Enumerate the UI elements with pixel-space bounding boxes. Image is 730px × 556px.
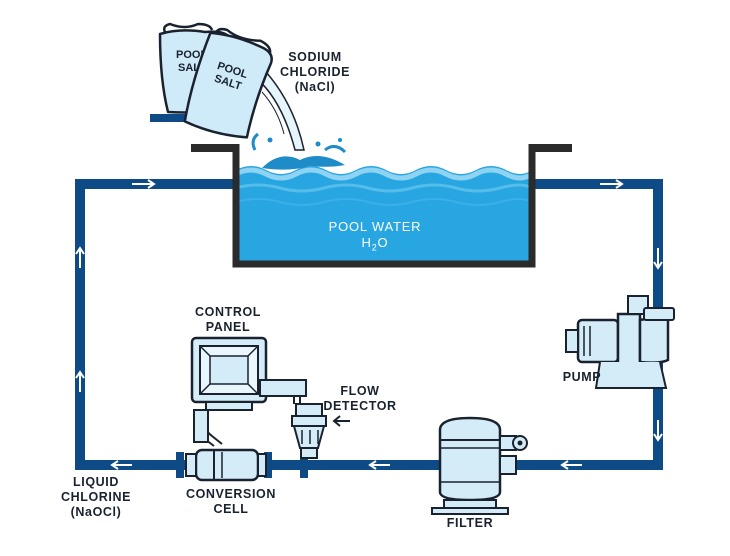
bag-1-line-1: POOL — [176, 49, 207, 61]
pump — [565, 295, 675, 389]
conversion-cell-label: CONVERSION CELL — [185, 487, 277, 516]
salt-bags: POOL SALT POOL SALT — [150, 22, 305, 151]
control-panel-label: CONTROL PANEL — [195, 305, 261, 334]
sodium-chloride-label: SODIUM CHLORIDE (NaCl) — [279, 50, 351, 94]
salt-bag-2: POOL SALT — [183, 27, 273, 139]
sand-filter — [431, 416, 528, 515]
filter-label: FILTER — [446, 516, 494, 530]
pool-water-label: POOL WATER H2O — [290, 219, 460, 256]
salt-stream — [254, 71, 305, 151]
pool — [191, 132, 572, 268]
flow-detector-label: FLOW DETECTOR — [323, 384, 397, 413]
pool-water-formula: H2O — [361, 235, 389, 253]
control-panel — [190, 336, 307, 447]
pump-label: PUMP — [562, 370, 602, 384]
liquid-chlorine-label: LIQUID CHLORINE (NaOCl) — [60, 475, 132, 519]
conversion-cell — [185, 448, 267, 482]
flow-arrows — [75, 179, 663, 470]
flow-detector — [291, 403, 350, 459]
